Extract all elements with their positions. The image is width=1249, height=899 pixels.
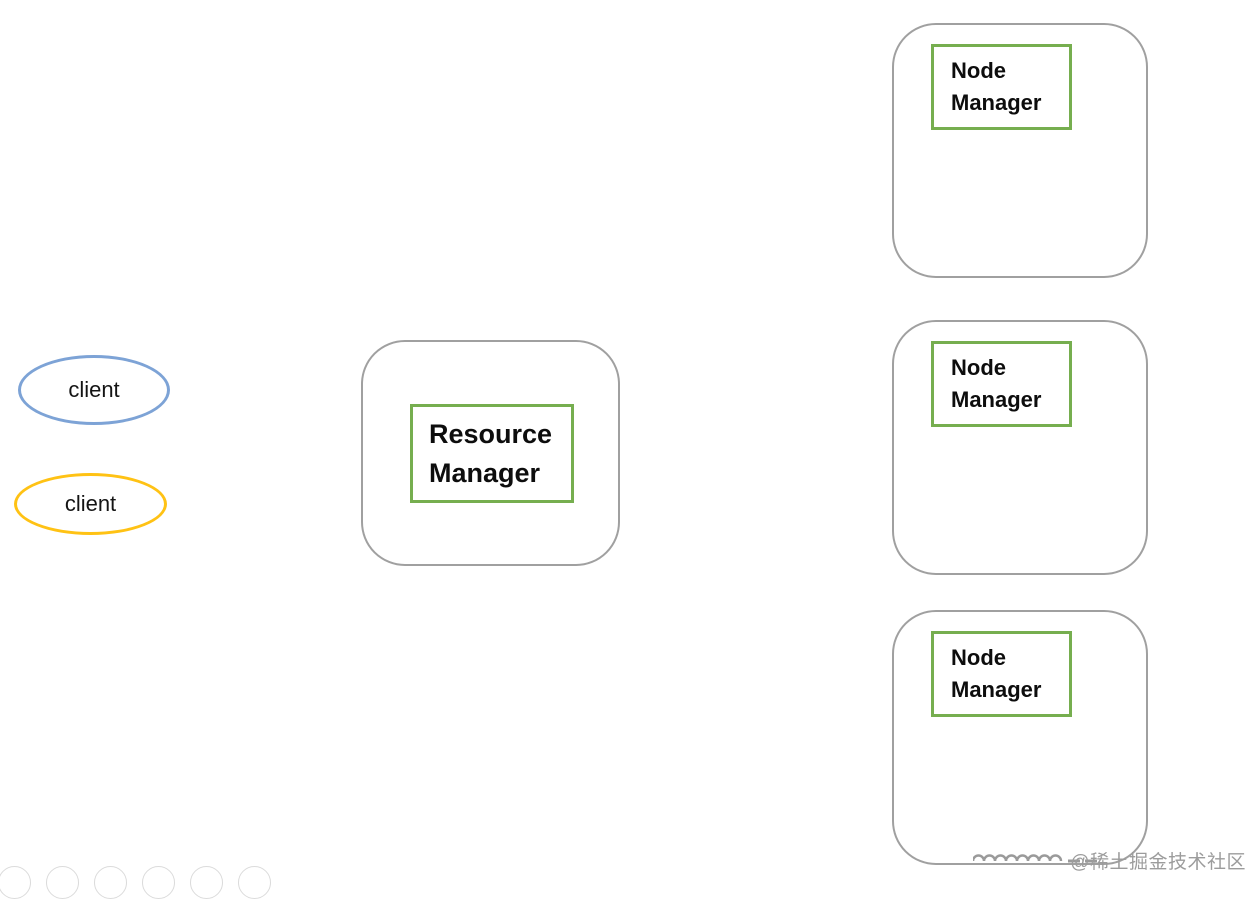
scallop-decoration [973,854,1097,863]
node-manager-label: Node Manager [951,355,1042,412]
node-manager-box[interactable]: Node Manager [931,341,1072,427]
bottom-toolbar-button-4[interactable] [142,866,175,899]
node-manager-box[interactable]: Node Manager [931,631,1072,717]
bottom-toolbar-button-5[interactable] [190,866,223,899]
watermark: @稀土掘金技术社区 [1070,852,1246,873]
bottom-toolbar-button-2[interactable] [46,866,79,899]
node-manager-node-1[interactable]: Node Manager [892,23,1148,278]
resource-manager-box[interactable]: Resource Manager [410,404,574,503]
node-manager-label: Node Manager [951,645,1042,702]
node-manager-label: Node Manager [951,58,1042,115]
bottom-toolbar-button-1[interactable] [0,866,31,899]
resource-manager-node[interactable]: Resource Manager [361,340,620,566]
diagram-canvas: client client Resource Manager Node Mana… [0,23,1246,899]
node-manager-node-2[interactable]: Node Manager [892,320,1148,575]
node-manager-box[interactable]: Node Manager [931,44,1072,130]
client-ellipse-yellow[interactable]: client [14,473,167,535]
node-manager-node-3[interactable]: Node Manager [892,610,1148,865]
client-label: client [64,491,117,516]
client-label: client [68,377,120,402]
client-ellipse-blue[interactable]: client [18,355,170,425]
bottom-toolbar-button-3[interactable] [94,866,127,899]
resource-manager-label: Resource Manager [429,418,553,488]
bottom-toolbar-button-6[interactable] [238,866,271,899]
